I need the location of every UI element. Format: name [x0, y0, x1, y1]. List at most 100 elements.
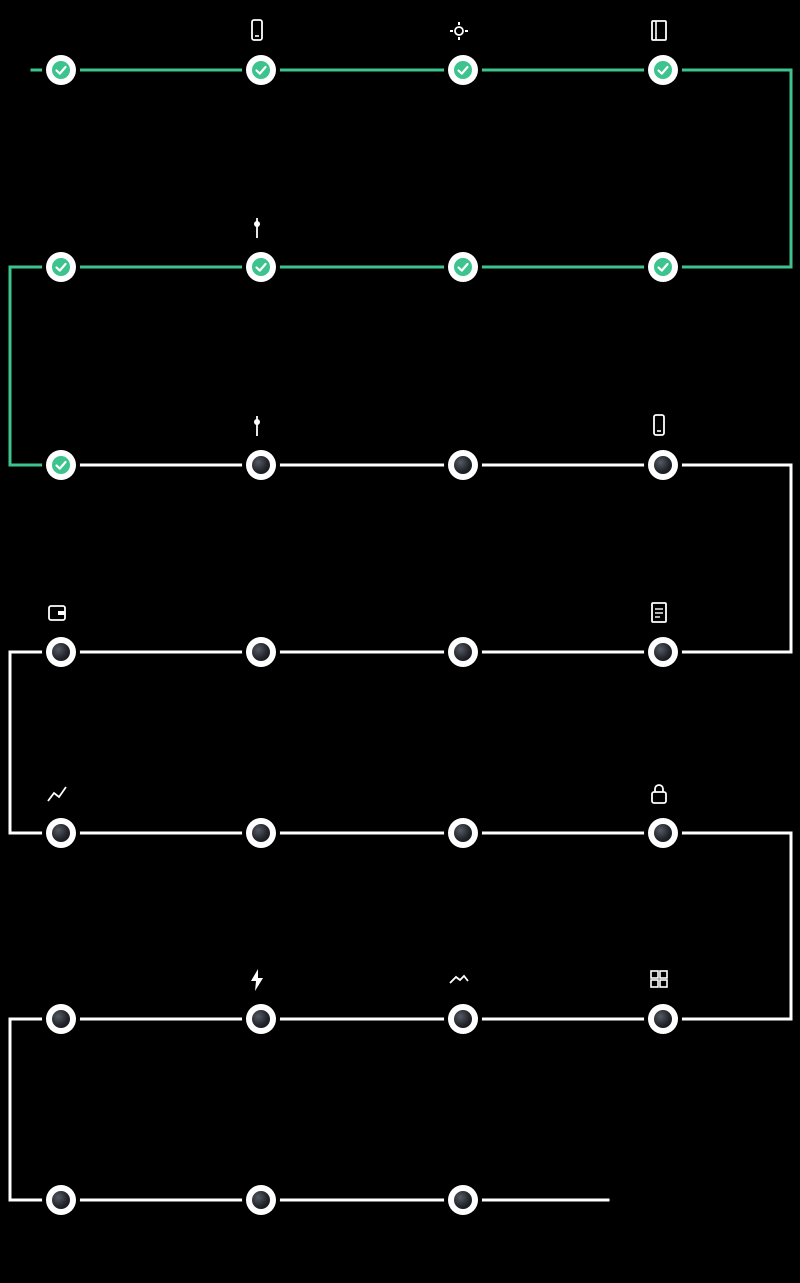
lightning-icon [246, 967, 268, 993]
milestone-node-fill [252, 61, 270, 79]
milestone-node-fill [52, 643, 70, 661]
milestone-node [246, 55, 276, 85]
milestone [448, 413, 638, 563]
grid-icon [648, 967, 670, 993]
milestone-node [246, 637, 276, 667]
milestone-header [246, 215, 276, 241]
pin-icon [246, 215, 268, 241]
milestone-node-fill [654, 1010, 672, 1028]
milestone-header [246, 413, 276, 439]
milestone [46, 18, 236, 168]
checkmark-icon [246, 252, 276, 282]
milestone-header [448, 967, 478, 993]
checkmark-icon [448, 55, 478, 85]
milestone-node [246, 450, 276, 480]
milestone [648, 600, 800, 750]
milestone-header [448, 18, 478, 44]
milestone-node-fill [454, 1191, 472, 1209]
milestone-node-fill [454, 1010, 472, 1028]
milestone-node [46, 252, 76, 282]
milestone-node-fill [654, 61, 672, 79]
milestone-node [46, 1185, 76, 1215]
milestone-node-fill [252, 643, 270, 661]
milestone-node [246, 818, 276, 848]
milestone-header [246, 967, 276, 993]
milestone [448, 781, 638, 931]
wallet-icon [46, 600, 68, 626]
gear-icon [448, 18, 470, 44]
milestone [648, 967, 800, 1117]
checkmark-icon [46, 55, 76, 85]
milestone-header [246, 18, 276, 44]
milestone-node [448, 1004, 478, 1034]
milestone [46, 781, 236, 931]
milestone-node-fill [454, 456, 472, 474]
milestone-node-fill [454, 643, 472, 661]
pin-icon [246, 413, 268, 439]
milestone [648, 215, 800, 365]
milestone-node [648, 818, 678, 848]
milestone [648, 18, 800, 168]
milestone-node [46, 450, 76, 480]
milestone-node [46, 55, 76, 85]
milestone-node [648, 55, 678, 85]
milestone [46, 215, 236, 365]
milestone-node-fill [454, 258, 472, 276]
milestone [448, 1148, 638, 1283]
mobile-icon [648, 413, 670, 439]
milestone-node-fill [52, 824, 70, 842]
milestone-node-fill [654, 456, 672, 474]
milestone-node-fill [252, 258, 270, 276]
milestone [246, 781, 436, 931]
checkmark-icon [648, 55, 678, 85]
lock-icon [648, 781, 670, 807]
milestone-header [648, 18, 678, 44]
milestone [448, 215, 638, 365]
handshake-icon [448, 967, 470, 993]
milestone-node-fill [52, 258, 70, 276]
milestone [46, 1148, 236, 1283]
milestone [246, 967, 436, 1117]
checkmark-icon [46, 450, 76, 480]
milestone-node-fill [654, 643, 672, 661]
milestone-node-fill [52, 1191, 70, 1209]
milestone-node [46, 637, 76, 667]
milestone-node-fill [252, 824, 270, 842]
milestone-node-fill [252, 456, 270, 474]
document-icon [648, 600, 670, 626]
milestone-node-fill [52, 1010, 70, 1028]
milestone-node-fill [654, 824, 672, 842]
milestone-node [448, 818, 478, 848]
milestone-header [648, 781, 678, 807]
milestone [648, 413, 800, 563]
milestone [46, 413, 236, 563]
milestone [448, 967, 638, 1117]
checkmark-icon [648, 252, 678, 282]
milestone-node [246, 1185, 276, 1215]
milestone-node [648, 252, 678, 282]
milestone-node-fill [52, 456, 70, 474]
milestone-node [448, 252, 478, 282]
milestone-header [46, 600, 76, 626]
milestone [246, 1148, 436, 1283]
milestone [246, 600, 436, 750]
milestone-node [648, 1004, 678, 1034]
milestone-node [246, 252, 276, 282]
milestone-node [448, 450, 478, 480]
milestone-node [448, 637, 478, 667]
milestone [448, 18, 638, 168]
milestone-node [246, 1004, 276, 1034]
milestone-node [46, 818, 76, 848]
milestone-node-fill [52, 61, 70, 79]
milestone [46, 967, 236, 1117]
chart-icon [46, 781, 68, 807]
milestone [246, 215, 436, 365]
milestone-header [648, 600, 678, 626]
milestone-node-fill [252, 1010, 270, 1028]
milestone-node-fill [454, 61, 472, 79]
checkmark-icon [448, 252, 478, 282]
milestone-node [648, 450, 678, 480]
milestone-header [648, 413, 678, 439]
